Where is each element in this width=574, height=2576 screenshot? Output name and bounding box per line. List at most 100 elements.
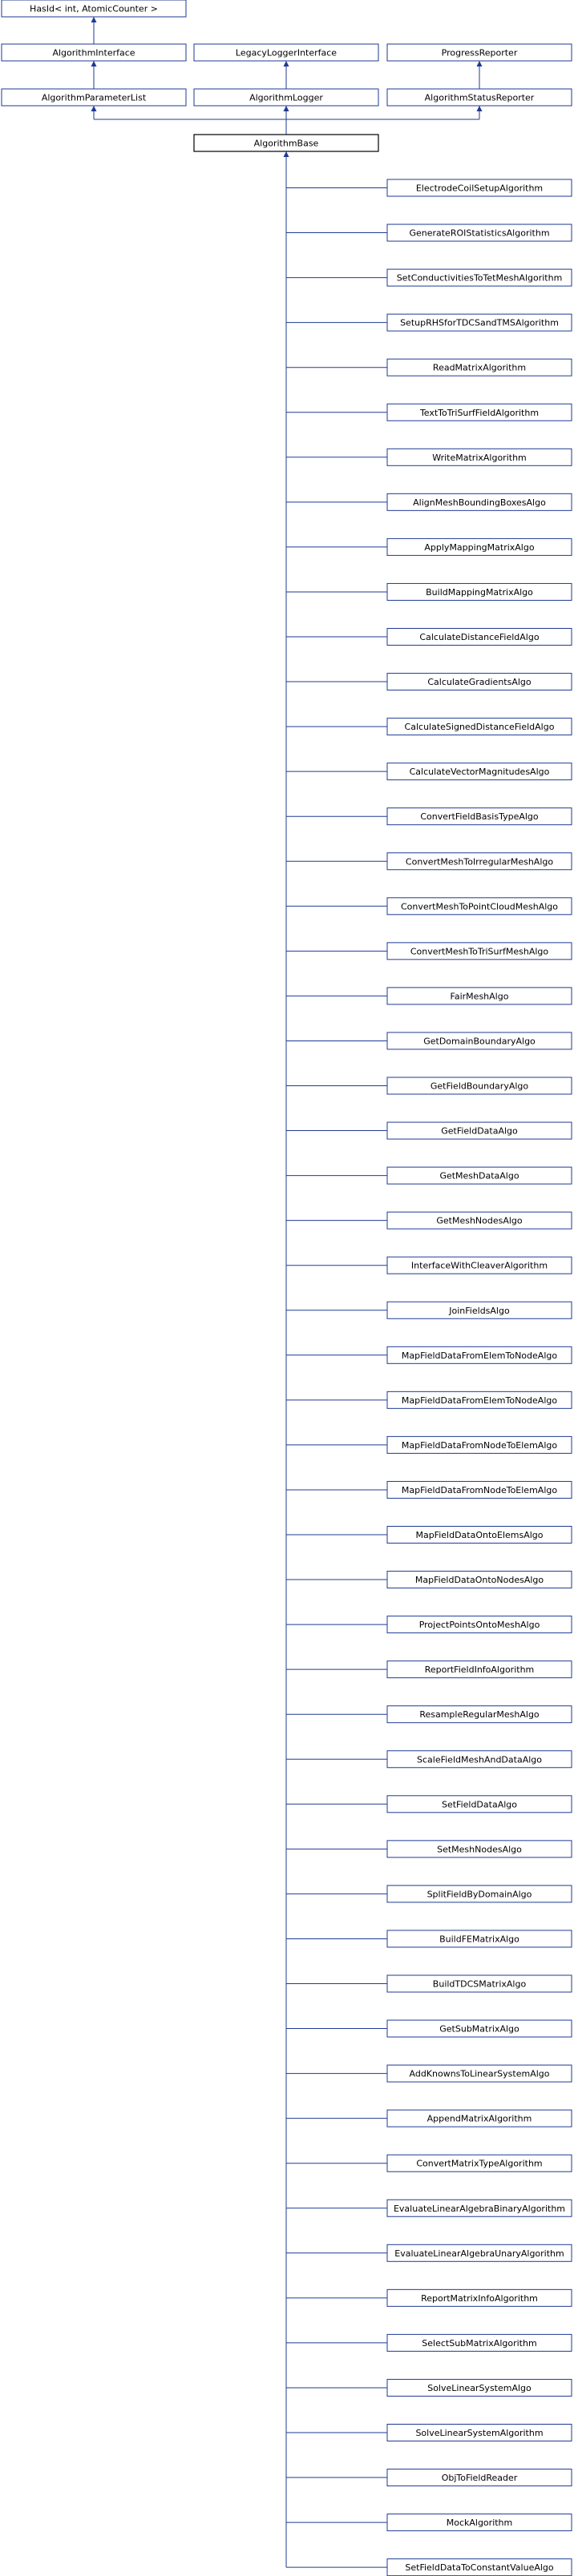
class-scalefieldmeshanddataalgo-35[interactable]: ScaleFieldMeshAndDataAlgo: [386, 1750, 572, 1769]
class-mapfielddatafromelemtonodealgo-26[interactable]: MapFieldDataFromElemToNodeAlgo: [386, 1346, 572, 1364]
class-algorithmstatusreporter[interactable]: AlgorithmStatusReporter: [386, 88, 572, 107]
class-getmeshdataalgo-22[interactable]: GetMeshDataAlgo: [386, 1166, 572, 1185]
class-splitfieldbydomainalgo-38[interactable]: SplitFieldByDomainAlgo: [386, 1885, 572, 1903]
class-generateroistatisticsalgorithm-1[interactable]: GenerateROIStatisticsAlgorithm: [386, 223, 572, 242]
class-setfielddataalgo-36-box: [386, 1795, 572, 1813]
class-mapfielddatafromelemtonodealgo-27[interactable]: MapFieldDataFromElemToNodeAlgo: [386, 1391, 572, 1409]
class-mapfielddatafromnodetoelemalgo-28-box: [386, 1435, 572, 1454]
class-setfielddataalgo-36[interactable]: SetFieldDataAlgo: [386, 1795, 572, 1813]
class-algorithmparameterlist-label: AlgorithmParameterList: [42, 93, 147, 103]
class-buildfematrixalgo-39[interactable]: BuildFEMatrixAlgo: [386, 1930, 572, 1948]
class-reportmatrixinfoalgorithm-47-box: [386, 2288, 572, 2307]
class-writematrixalgorithm-6-label: WriteMatrixAlgorithm: [432, 453, 527, 463]
class-writematrixalgorithm-6[interactable]: WriteMatrixAlgorithm: [386, 448, 572, 466]
class-objtofieldreader-51[interactable]: ObjToFieldReader: [386, 2469, 572, 2487]
class-solvelinearsystemalgo-49-box: [386, 2378, 572, 2397]
class-algorithmbase-label: AlgorithmBase: [254, 139, 319, 149]
class-appendmatrixalgorithm-43[interactable]: AppendMatrixAlgorithm: [386, 2109, 572, 2127]
class-algorithminterface[interactable]: AlgorithmInterface: [1, 43, 187, 62]
class-getfielddataalgo-21[interactable]: GetFieldDataAlgo: [386, 1121, 572, 1140]
class-interfacewithcleaveralgorithm-24[interactable]: InterfaceWithCleaverAlgorithm: [386, 1256, 572, 1274]
class-getdomainboundaryalgo-19-label: GetDomainBoundaryAlgo: [423, 1036, 536, 1046]
class-solvelinearsystemalgorithm-50[interactable]: SolveLinearSystemAlgorithm: [386, 2424, 572, 2441]
class-setconductivitiestotetmeshalgorithm-2[interactable]: SetConductivitiesToTetMeshAlgorithm: [386, 268, 572, 287]
class-readmatrixalgorithm-4-box: [386, 358, 572, 376]
class-getmeshnodesalgo-23-label: GetMeshNodesAlgo: [436, 1216, 523, 1226]
class-calculategradientsalgo-11[interactable]: CalculateGradientsAlgo: [386, 673, 572, 691]
class-calculategradientsalgo-11-box: [386, 673, 572, 691]
class-evaluatelinearalgebrabinaryalgorithm-45[interactable]: EvaluateLinearAlgebraBinaryAlgorithm: [386, 2199, 572, 2217]
class-algorithmparameterlist[interactable]: AlgorithmParameterList: [1, 88, 187, 107]
class-setuprhsfortdcsandtmsalgorithm-3[interactable]: SetupRHSforTDCSandTMSAlgorithm: [386, 313, 572, 332]
class-algorithmstatusreporter-box: [386, 88, 572, 107]
class-algorithminterface-label: AlgorithmInterface: [52, 48, 135, 58]
class-convertmeshtoirregularmeshalgo-15[interactable]: ConvertMeshToIrregularMeshAlgo: [386, 852, 572, 871]
class-joinfieldsalgo-25[interactable]: JoinFieldsAlgo: [386, 1301, 572, 1319]
class-applymappingmatrixalgo-8[interactable]: ApplyMappingMatrixAlgo: [386, 537, 572, 556]
class-getmeshnodesalgo-23[interactable]: GetMeshNodesAlgo: [386, 1211, 572, 1230]
class-getdomainboundaryalgo-19[interactable]: GetDomainBoundaryAlgo: [386, 1032, 572, 1050]
class-reportmatrixinfoalgorithm-47[interactable]: ReportMatrixInfoAlgorithm: [386, 2288, 572, 2307]
class-algorithmbase[interactable]: AlgorithmBase: [193, 134, 379, 152]
class-readmatrixalgorithm-4[interactable]: ReadMatrixAlgorithm: [386, 358, 572, 376]
class-evaluatelinearalgebraunaryalgorithm-46[interactable]: EvaluateLinearAlgebraUnaryAlgorithm: [386, 2244, 572, 2262]
class-calculatevectormagnitudesalgo-13-box: [386, 763, 572, 781]
class-calculatedistancefieldalgo-10-box: [386, 628, 572, 646]
class-calculatevectormagnitudesalgo-13-label: CalculateVectorMagnitudesAlgo: [410, 767, 550, 777]
class-evaluatelinearalgebraunaryalgorithm-46-box: [386, 2244, 572, 2262]
class-splitfieldbydomainalgo-38-label: SplitFieldByDomainAlgo: [427, 1889, 532, 1899]
class-fairmeshalgo-18[interactable]: FairMeshAlgo: [386, 987, 572, 1005]
class-convertmeshtotrisurfmeshalgo-17[interactable]: ConvertMeshToTriSurfMeshAlgo: [386, 942, 572, 960]
class-legacyloggerinterface[interactable]: LegacyLoggerInterface: [193, 43, 379, 62]
class-buildtdcsmatrixalgo-40[interactable]: BuildTDCSMatrixAlgo: [386, 1974, 572, 1993]
class-calculategradientsalgo-11-label: CalculateGradientsAlgo: [427, 677, 532, 687]
class-progressreporter[interactable]: ProgressReporter: [386, 43, 572, 62]
class-selectsubmatrixalgorithm-48[interactable]: SelectSubMatrixAlgorithm: [386, 2333, 572, 2352]
class-texttotrisurffieldalgorithm-5-label: TextToTriSurfFieldAlgorithm: [419, 408, 539, 418]
class-projectpointsontomeshalgo-32-box: [386, 1616, 572, 1634]
class-reportfieldinfoalgorithm-33-label: ReportFieldInfoAlgorithm: [425, 1664, 535, 1675]
class-getfieldboundaryalgo-20-label: GetFieldBoundaryAlgo: [430, 1081, 529, 1092]
class-calculatesigneddistancefieldalgo-12[interactable]: CalculateSignedDistanceFieldAlgo: [386, 718, 572, 736]
class-convertmeshtotrisurfmeshalgo-17-label: ConvertMeshToTriSurfMeshAlgo: [410, 946, 549, 956]
class-texttotrisurffieldalgorithm-5[interactable]: TextToTriSurfFieldAlgorithm: [386, 403, 572, 421]
class-hasid-label: HasId< int, AtomicCounter >: [30, 4, 158, 14]
class-addknownstolinearsystemalgo-42[interactable]: AddKnownsToLinearSystemAlgo: [386, 2064, 572, 2083]
class-fairmeshalgo-18-box: [386, 987, 572, 1005]
class-projectpointsontomeshalgo-32[interactable]: ProjectPointsOntoMeshAlgo: [386, 1616, 572, 1634]
class-buildmappingmatrixalgo-9[interactable]: BuildMappingMatrixAlgo: [386, 582, 572, 601]
class-convertmeshtopointcloudmeshalgo-16[interactable]: ConvertMeshToPointCloudMeshAlgo: [386, 897, 572, 916]
class-setfielddatatoconstantvaluealgo-53[interactable]: SetFieldDataToConstantValueAlgo: [386, 2558, 572, 2576]
class-algorithmlogger[interactable]: AlgorithmLogger: [193, 88, 379, 107]
class-selectsubmatrixalgorithm-48-label: SelectSubMatrixAlgorithm: [422, 2338, 536, 2349]
class-calculatedistancefieldalgo-10[interactable]: CalculateDistanceFieldAlgo: [386, 628, 572, 646]
class-applymappingmatrixalgo-8-label: ApplyMappingMatrixAlgo: [424, 542, 534, 553]
class-alignmeshboundingboxesalgo-7[interactable]: AlignMeshBoundingBoxesAlgo: [386, 493, 572, 511]
class-resampleregularmeshalgo-34[interactable]: ResampleRegularMeshAlgo: [386, 1705, 572, 1724]
class-mapfielddataontonodesalgo-31-box: [386, 1571, 572, 1589]
class-getsubmatrixalgo-41-label: GetSubMatrixAlgo: [439, 2024, 519, 2035]
class-hasid[interactable]: HasId< int, AtomicCounter >: [1, 0, 187, 18]
class-mockalgorithm-52[interactable]: MockAlgorithm: [386, 2514, 572, 2532]
class-mapfielddatafromnodetoelemalgo-29[interactable]: MapFieldDataFromNodeToElemAlgo: [386, 1480, 572, 1499]
class-calculatevectormagnitudesalgo-13[interactable]: CalculateVectorMagnitudesAlgo: [386, 763, 572, 781]
class-convertfieldbasistypealgo-14[interactable]: ConvertFieldBasisTypeAlgo: [386, 807, 572, 826]
class-mapfielddataontonodesalgo-31[interactable]: MapFieldDataOntoNodesAlgo: [386, 1571, 572, 1589]
class-electrodecoilsetupalgorithm-0[interactable]: ElectrodeCoilSetupAlgorithm: [386, 179, 572, 197]
class-generateroistatisticsalgorithm-1-box: [386, 223, 572, 242]
class-getfieldboundaryalgo-20[interactable]: GetFieldBoundaryAlgo: [386, 1077, 572, 1095]
class-mapfielddataontonodesalgo-31-label: MapFieldDataOntoNodesAlgo: [415, 1575, 544, 1585]
class-setmeshnodesalgo-37[interactable]: SetMeshNodesAlgo: [386, 1840, 572, 1858]
class-convertmeshtopointcloudmeshalgo-16-box: [386, 897, 572, 916]
class-reportfieldinfoalgorithm-33[interactable]: ReportFieldInfoAlgorithm: [386, 1660, 572, 1679]
class-alignmeshboundingboxesalgo-7-box: [386, 493, 572, 511]
class-getsubmatrixalgo-41[interactable]: GetSubMatrixAlgo: [386, 2019, 572, 2038]
class-buildtdcsmatrixalgo-40-box: [386, 1974, 572, 1993]
class-convertmatrixtypealgorithm-44[interactable]: ConvertMatrixTypeAlgorithm: [386, 2154, 572, 2172]
class-solvelinearsystemalgo-49-label: SolveLinearSystemAlgo: [427, 2383, 532, 2393]
class-mapfielddatafromnodetoelemalgo-28[interactable]: MapFieldDataFromNodeToElemAlgo: [386, 1435, 572, 1454]
class-solvelinearsystemalgo-49[interactable]: SolveLinearSystemAlgo: [386, 2378, 572, 2397]
class-scalefieldmeshanddataalgo-35-label: ScaleFieldMeshAndDataAlgo: [417, 1754, 542, 1765]
class-mapfielddataontoelemsalgo-30[interactable]: MapFieldDataOntoElemsAlgo: [386, 1526, 572, 1544]
class-calculatedistancefieldalgo-10-label: CalculateDistanceFieldAlgo: [419, 632, 539, 642]
